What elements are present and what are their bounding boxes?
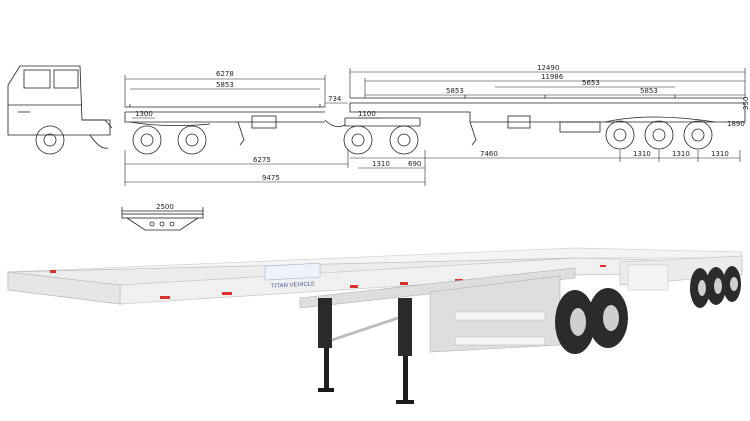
main-trailer-drawing — [349, 95, 746, 150]
brand-label: TITAN VEHICLE — [271, 281, 315, 289]
dim-main-seg-left: 5853 — [446, 87, 464, 95]
dim-main-kingpin-axle: 7460 — [480, 150, 498, 158]
landing-leg — [324, 348, 329, 390]
side-guard — [454, 311, 546, 346]
trailer-photo: TITAN VEHICLE — [7, 247, 743, 404]
lead-trailer-dimension-lines — [124, 75, 426, 186]
dim-main-deck: 11986 — [541, 73, 564, 81]
dim-deck-a: 5853 — [216, 81, 234, 89]
reflector — [222, 292, 232, 295]
reflector — [160, 296, 170, 299]
dimension-labels: 6278 5853 734 1300 6275 9475 1310 690 12… — [135, 64, 750, 211]
dim-wheelbase-a: 6275 — [253, 156, 271, 164]
dim-main-axle-1: 1310 — [633, 150, 651, 158]
dim-main-side-note: 350 — [742, 97, 750, 110]
dim-main-overall: 12490 — [537, 64, 559, 72]
wheel-hub — [570, 308, 586, 336]
dim-main-front-b: 1100 — [358, 110, 376, 118]
lead-trailer-drawing — [124, 104, 346, 155]
dim-main-seg-right: 5653 — [582, 79, 600, 87]
reflector — [400, 282, 408, 285]
dim-front-a: 1300 — [135, 110, 153, 118]
tractor-cab-drawing — [7, 65, 113, 155]
dim-overall-a: 6278 — [216, 70, 234, 78]
dolly-drawing — [343, 117, 421, 155]
dim-main-axle-2: 1310 — [672, 150, 690, 158]
reflector — [50, 270, 56, 273]
dim-main-seg-far: 5853 — [640, 87, 658, 95]
dim-end-view-width: 2500 — [156, 203, 174, 211]
dim-axle-a: 1310 — [372, 160, 390, 168]
wheel-hub — [714, 278, 722, 294]
dim-main-rear-b: 1890 — [727, 120, 745, 128]
landing-leg-foot — [318, 388, 334, 392]
landing-leg — [398, 298, 412, 356]
end-view-drawing — [121, 207, 204, 231]
reflector — [350, 285, 358, 288]
dim-gap: 734 — [328, 95, 342, 103]
main-trailer-dimension-lines — [349, 68, 746, 162]
landing-leg — [403, 356, 408, 400]
reflector — [600, 265, 606, 267]
wheel-hub — [603, 305, 619, 331]
brand-plate — [264, 262, 321, 281]
landing-leg-foot — [396, 400, 414, 404]
wheel-hub — [698, 280, 706, 296]
dim-rear-a: 690 — [408, 160, 421, 168]
dim-overall-b: 9475 — [262, 174, 280, 182]
trailer-front-end — [7, 271, 121, 305]
wheel-hub — [730, 277, 738, 291]
dim-main-axle-3: 1310 — [711, 150, 729, 158]
landing-legs — [318, 298, 414, 404]
landing-leg — [318, 298, 332, 348]
front-axle-group — [555, 288, 628, 354]
technical-drawing — [7, 65, 746, 231]
rear-trailer-section — [619, 255, 743, 308]
